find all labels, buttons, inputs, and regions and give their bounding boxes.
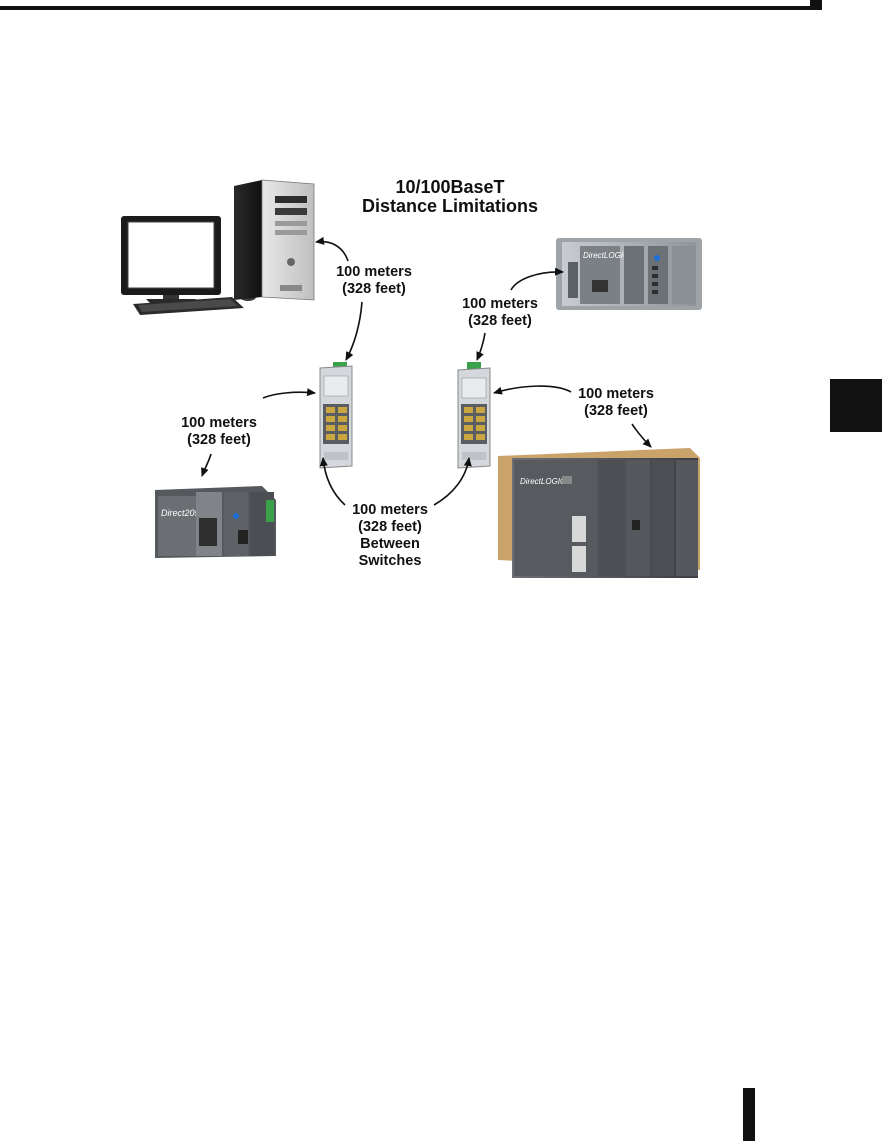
arrow-label-to-plc-top-right <box>510 267 564 291</box>
distance-label-plc-bottom-right-line2: (328 feet) <box>584 403 648 419</box>
plc-top-right-icon: DirectLOGIC <box>556 238 702 310</box>
plc-top-right-brand: DirectLOGIC <box>583 251 629 260</box>
arrow-label-to-left-switch-side <box>262 388 316 399</box>
distance-label-pc-line2: (328 feet) <box>342 281 406 297</box>
arrow-between-to-left-switch <box>319 457 346 506</box>
distance-label-plc-bottom-left: 100 meters (328 feet) <box>169 415 269 449</box>
distance-label-between-switches: 100 meters (328 feet) Between Switches <box>340 502 440 570</box>
distance-label-plc-top-right-line1: 100 meters <box>462 296 538 312</box>
top-rule-cap <box>810 0 822 10</box>
arrow-label-to-right-switch <box>476 332 486 361</box>
distance-label-plc-bottom-right-line1: 100 meters <box>578 386 654 402</box>
distance-label-pc-to-switch: 100 meters (328 feet) <box>324 264 424 298</box>
ethernet-switch-left-icon <box>319 362 353 469</box>
plc-bottom-left-brand: Direct205 <box>161 508 201 518</box>
distance-label-plc-bottom-left-line1: 100 meters <box>181 415 257 431</box>
plc-bottom-right-brand: DirectLOGIC <box>520 477 566 486</box>
distance-label-between-line1: 100 meters <box>352 502 428 518</box>
bottom-margin-bar <box>743 1088 755 1141</box>
arrow-label-to-plc-bottom-left <box>201 453 212 477</box>
arrow-label-to-left-switch <box>345 301 363 361</box>
arrow-between-to-right-switch <box>433 457 472 506</box>
chapter-side-tab <box>830 379 882 432</box>
computer-tower-icon <box>234 179 315 301</box>
distance-label-between-line2: (328 feet) <box>358 519 422 535</box>
ethernet-switch-right-icon <box>457 362 491 469</box>
distance-label-plc-top-right: 100 meters (328 feet) <box>450 296 550 330</box>
top-rule <box>0 6 812 10</box>
distance-label-between-line3: Between <box>360 536 420 552</box>
distance-label-plc-top-right-line2: (328 feet) <box>468 313 532 329</box>
distance-label-plc-bottom-left-line2: (328 feet) <box>187 432 251 448</box>
arrow-label-to-pc <box>315 236 349 262</box>
arrow-label-to-plc-bottom-right <box>631 423 652 448</box>
distance-label-between-line4: Switches <box>358 553 422 569</box>
title-line-1: 10/100BaseT <box>395 177 505 197</box>
distance-label-pc-line1: 100 meters <box>336 264 412 280</box>
keyboard-icon <box>133 297 244 315</box>
distance-label-plc-bottom-right: 100 meters (328 feet) <box>566 386 666 420</box>
arrow-label-to-right-switch-side <box>493 385 572 395</box>
diagram-title: 10/100BaseT Distance Limitations <box>300 178 600 216</box>
monitor-icon <box>121 216 221 303</box>
plc-bottom-left-icon: Direct205 <box>155 486 276 558</box>
plc-bottom-right-icon: DirectLOGIC <box>498 448 700 578</box>
title-line-2: Distance Limitations <box>361 196 539 216</box>
